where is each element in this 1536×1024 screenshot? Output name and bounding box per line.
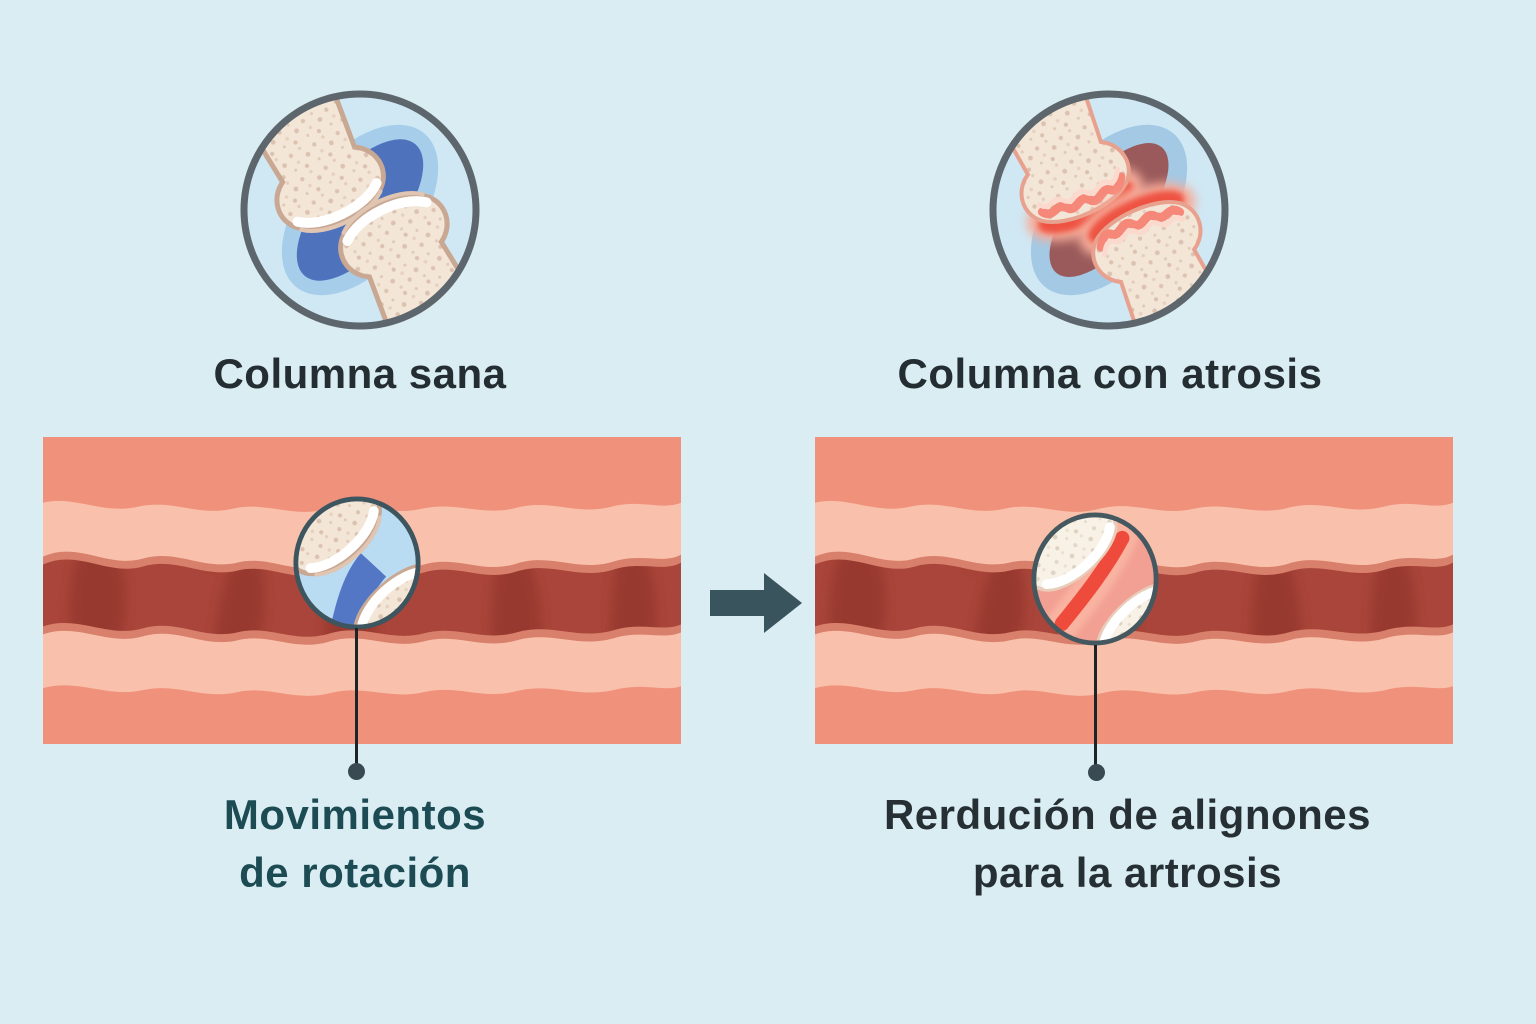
arthritic-caption-line1: Rerdución de alignones	[883, 791, 1372, 838]
magnifier-lens-healthy-joint	[293, 496, 421, 630]
magnifier-lens-inflamed-joint	[1031, 512, 1159, 646]
arthritic-caption-line2: para la artrosis	[972, 849, 1283, 896]
arthritic-title: Columna con atrosis	[897, 350, 1323, 397]
leader-line	[355, 628, 358, 768]
arthritic-joint-illustration	[989, 90, 1229, 330]
upper-bone-inflamed	[993, 94, 1143, 242]
right-arrow-icon	[710, 573, 802, 633]
leader-dot	[348, 763, 365, 780]
healthy-title: Columna sana	[213, 350, 507, 397]
healthy-joint-illustration	[240, 90, 480, 330]
arthritic-caption: Rerdución de alignones para la artrosis	[845, 786, 1410, 902]
healthy-caption-line1: Movimientos	[223, 791, 487, 838]
healthy-caption-line2: de rotación	[239, 849, 471, 896]
leader-dot	[1088, 764, 1105, 781]
leader-line	[1094, 645, 1097, 769]
healthy-caption: Movimientos de rotación	[135, 786, 575, 902]
lower-bone-inflamed	[1079, 182, 1225, 326]
